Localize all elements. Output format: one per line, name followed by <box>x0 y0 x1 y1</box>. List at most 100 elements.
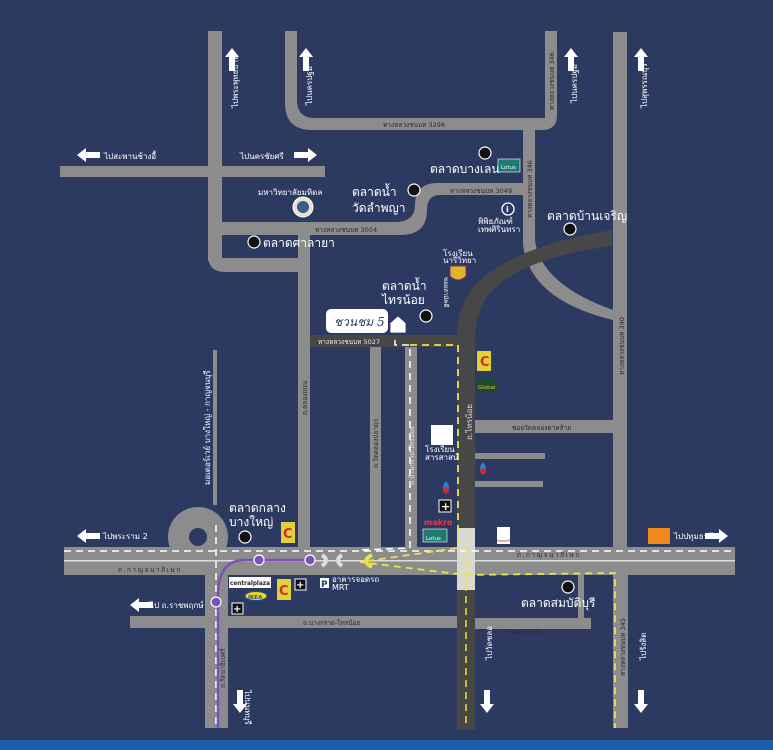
road-5027 <box>310 335 460 347</box>
svg-text:นารีวิทยา: นารีวิทยา <box>443 256 476 265</box>
road-label: ถ.วัดคลองปลาดุก <box>372 419 380 468</box>
label-to-phra-phutthabat: ไปพระพุทธบาท <box>231 55 240 109</box>
svg-text:Global: Global <box>478 385 496 391</box>
homepro-logo <box>497 527 510 544</box>
place-talat-bang-yai: บางใหญ่ <box>229 515 273 529</box>
road-sainoi-main <box>457 230 612 730</box>
road-soi-short-1 <box>475 453 545 459</box>
road-khlong-thanon <box>298 222 310 548</box>
label-to-nakhon-pathom: ไปนครปฐม <box>305 66 314 106</box>
info-icon <box>501 202 515 216</box>
road-label: ถ.คลองถนน <box>301 380 309 415</box>
lotus-logo <box>422 528 448 543</box>
label-to-saphan: ไปสะพานช้างอื้ <box>103 150 157 161</box>
place-talat-nam-sainoi: ไทรน้อย <box>381 293 425 307</box>
place-talat-salaya: ตลาดศาลายา <box>263 236 335 250</box>
road-bangkruai-sainoi <box>405 347 417 548</box>
road-bangkruai-sainoi-h <box>130 616 460 628</box>
mrt-station[interactable] <box>210 596 222 608</box>
svg-text:Lotus: Lotus <box>501 165 516 171</box>
svg-text:C: C <box>279 584 289 599</box>
mrt-station[interactable] <box>304 554 316 566</box>
svg-text:+: + <box>441 500 450 513</box>
road-label-motorway: มอเตอร์เวย์ บางใหญ่ - กาญจนบุรี <box>202 370 212 485</box>
road-label: ทางหลวงชนบท 346 <box>548 52 556 110</box>
market-icon <box>419 309 433 323</box>
arrow-right-icon <box>294 148 317 162</box>
arrow-left-icon <box>77 148 100 162</box>
bigc-logo <box>281 522 295 543</box>
svg-text:Lotus: Lotus <box>426 536 441 542</box>
road-soi-samwang-link <box>578 575 584 625</box>
arrow-down-icon <box>480 690 494 713</box>
road-label: ถ.กาญจนาภิเษก <box>118 566 182 574</box>
road-soi-short-2 <box>475 481 543 487</box>
road-340 <box>613 32 627 548</box>
road-network <box>60 31 735 728</box>
arrow-left-icon <box>77 529 100 543</box>
place-mahidol: มหาวิทยาลัยมหิดล <box>258 188 322 197</box>
school-emblem <box>449 265 467 281</box>
road-label: ถ.รัตนาธิเบศร์ <box>219 648 227 688</box>
makro-logo: makro <box>424 518 453 527</box>
road-label: ซอยสามวัง <box>510 628 541 636</box>
svg-text:+: + <box>233 604 241 615</box>
hospital-icon <box>294 578 307 591</box>
label-to-suphanburi: ไปสุพรรณบุรี <box>640 63 649 109</box>
label-to-rama2: ไปพระราม 2 <box>102 532 148 541</box>
global-house-logo <box>477 380 498 392</box>
road-label: ถ.บ้านกรวย-ไทรน้อย <box>408 426 416 485</box>
overpass <box>457 528 475 590</box>
place-school: โรงเรียน <box>425 444 455 454</box>
road-346 <box>523 128 613 320</box>
hospital-icon <box>438 499 452 513</box>
market-icon <box>247 235 261 249</box>
interchange-icon <box>364 553 373 569</box>
road-label: ทางหลวงชนบท 5027 <box>318 338 380 346</box>
place-talat-nam-wat-lamphaya: ตลาดน้ำ <box>352 183 397 199</box>
place-museum: เทพศิรินทรา <box>478 225 520 234</box>
project-logo[interactable] <box>326 309 388 333</box>
road-label: ทางหลวงชนบท 346 <box>526 160 534 218</box>
road-wat-khlong-pladuk <box>370 347 381 548</box>
road-label: ถ.กาญจนาภิเษก <box>517 551 581 559</box>
label-to-nakhon-pathom: ไปนครปฐม <box>570 64 579 104</box>
svg-text:IKEA: IKEA <box>248 595 263 601</box>
svg-text:HomePro: HomePro <box>497 539 513 543</box>
svg-text:i: i <box>506 205 509 214</box>
home-icon[interactable] <box>389 315 407 334</box>
market-icon <box>478 146 492 160</box>
ikea-logo <box>244 591 268 601</box>
road-soi-samwang <box>475 618 591 629</box>
parking-icon <box>320 578 329 588</box>
place-school: โรงเรียน <box>443 248 473 258</box>
school-emblem <box>431 425 453 445</box>
road-label: ทางหลวงชนบท 340 <box>618 317 626 375</box>
arrow-left-icon <box>130 598 153 612</box>
svg-text:สารสาสน์: สารสาสน์ <box>425 452 459 462</box>
place-museum: พิพิธภัณฑ์ <box>478 216 513 226</box>
arrow-down-icon <box>634 690 648 713</box>
road-label: ทางหลวงชนบท 3004 <box>315 226 377 234</box>
mrt-station[interactable] <box>253 554 265 566</box>
lotus-logo <box>497 158 521 173</box>
market-icon <box>238 530 252 544</box>
place-talat-bang-len: ตลาดบางเลน <box>430 162 500 176</box>
place-mrt-parking: อาคารจอดรถ <box>332 575 379 584</box>
arrow-up-icon <box>634 48 648 71</box>
svg-text:P: P <box>321 580 328 590</box>
road-345 <box>613 575 628 728</box>
arrow-up-icon <box>225 48 239 71</box>
road-phra-phutthabat <box>208 31 222 261</box>
road-nakhon-chaisri <box>60 166 325 177</box>
road-label: ทางหลวงชนบท 345 <box>619 618 627 676</box>
place-talat-ban-charoen: ตลาดบ้านเจริญ <box>547 209 627 223</box>
label-to-pathumthani: ไปปทุมธานี <box>673 532 714 541</box>
arrow-down-icon <box>233 690 247 713</box>
bigc-logo <box>277 579 291 600</box>
label-to-wat-chalo: ไปวัดชลอ <box>485 626 494 661</box>
project-logo-text: ชวนชม 5 <box>334 315 385 329</box>
market-icon <box>563 222 577 236</box>
road-label: ถ.บางกรวย-ไทรน้อย <box>303 619 361 627</box>
route-lines <box>64 340 735 728</box>
